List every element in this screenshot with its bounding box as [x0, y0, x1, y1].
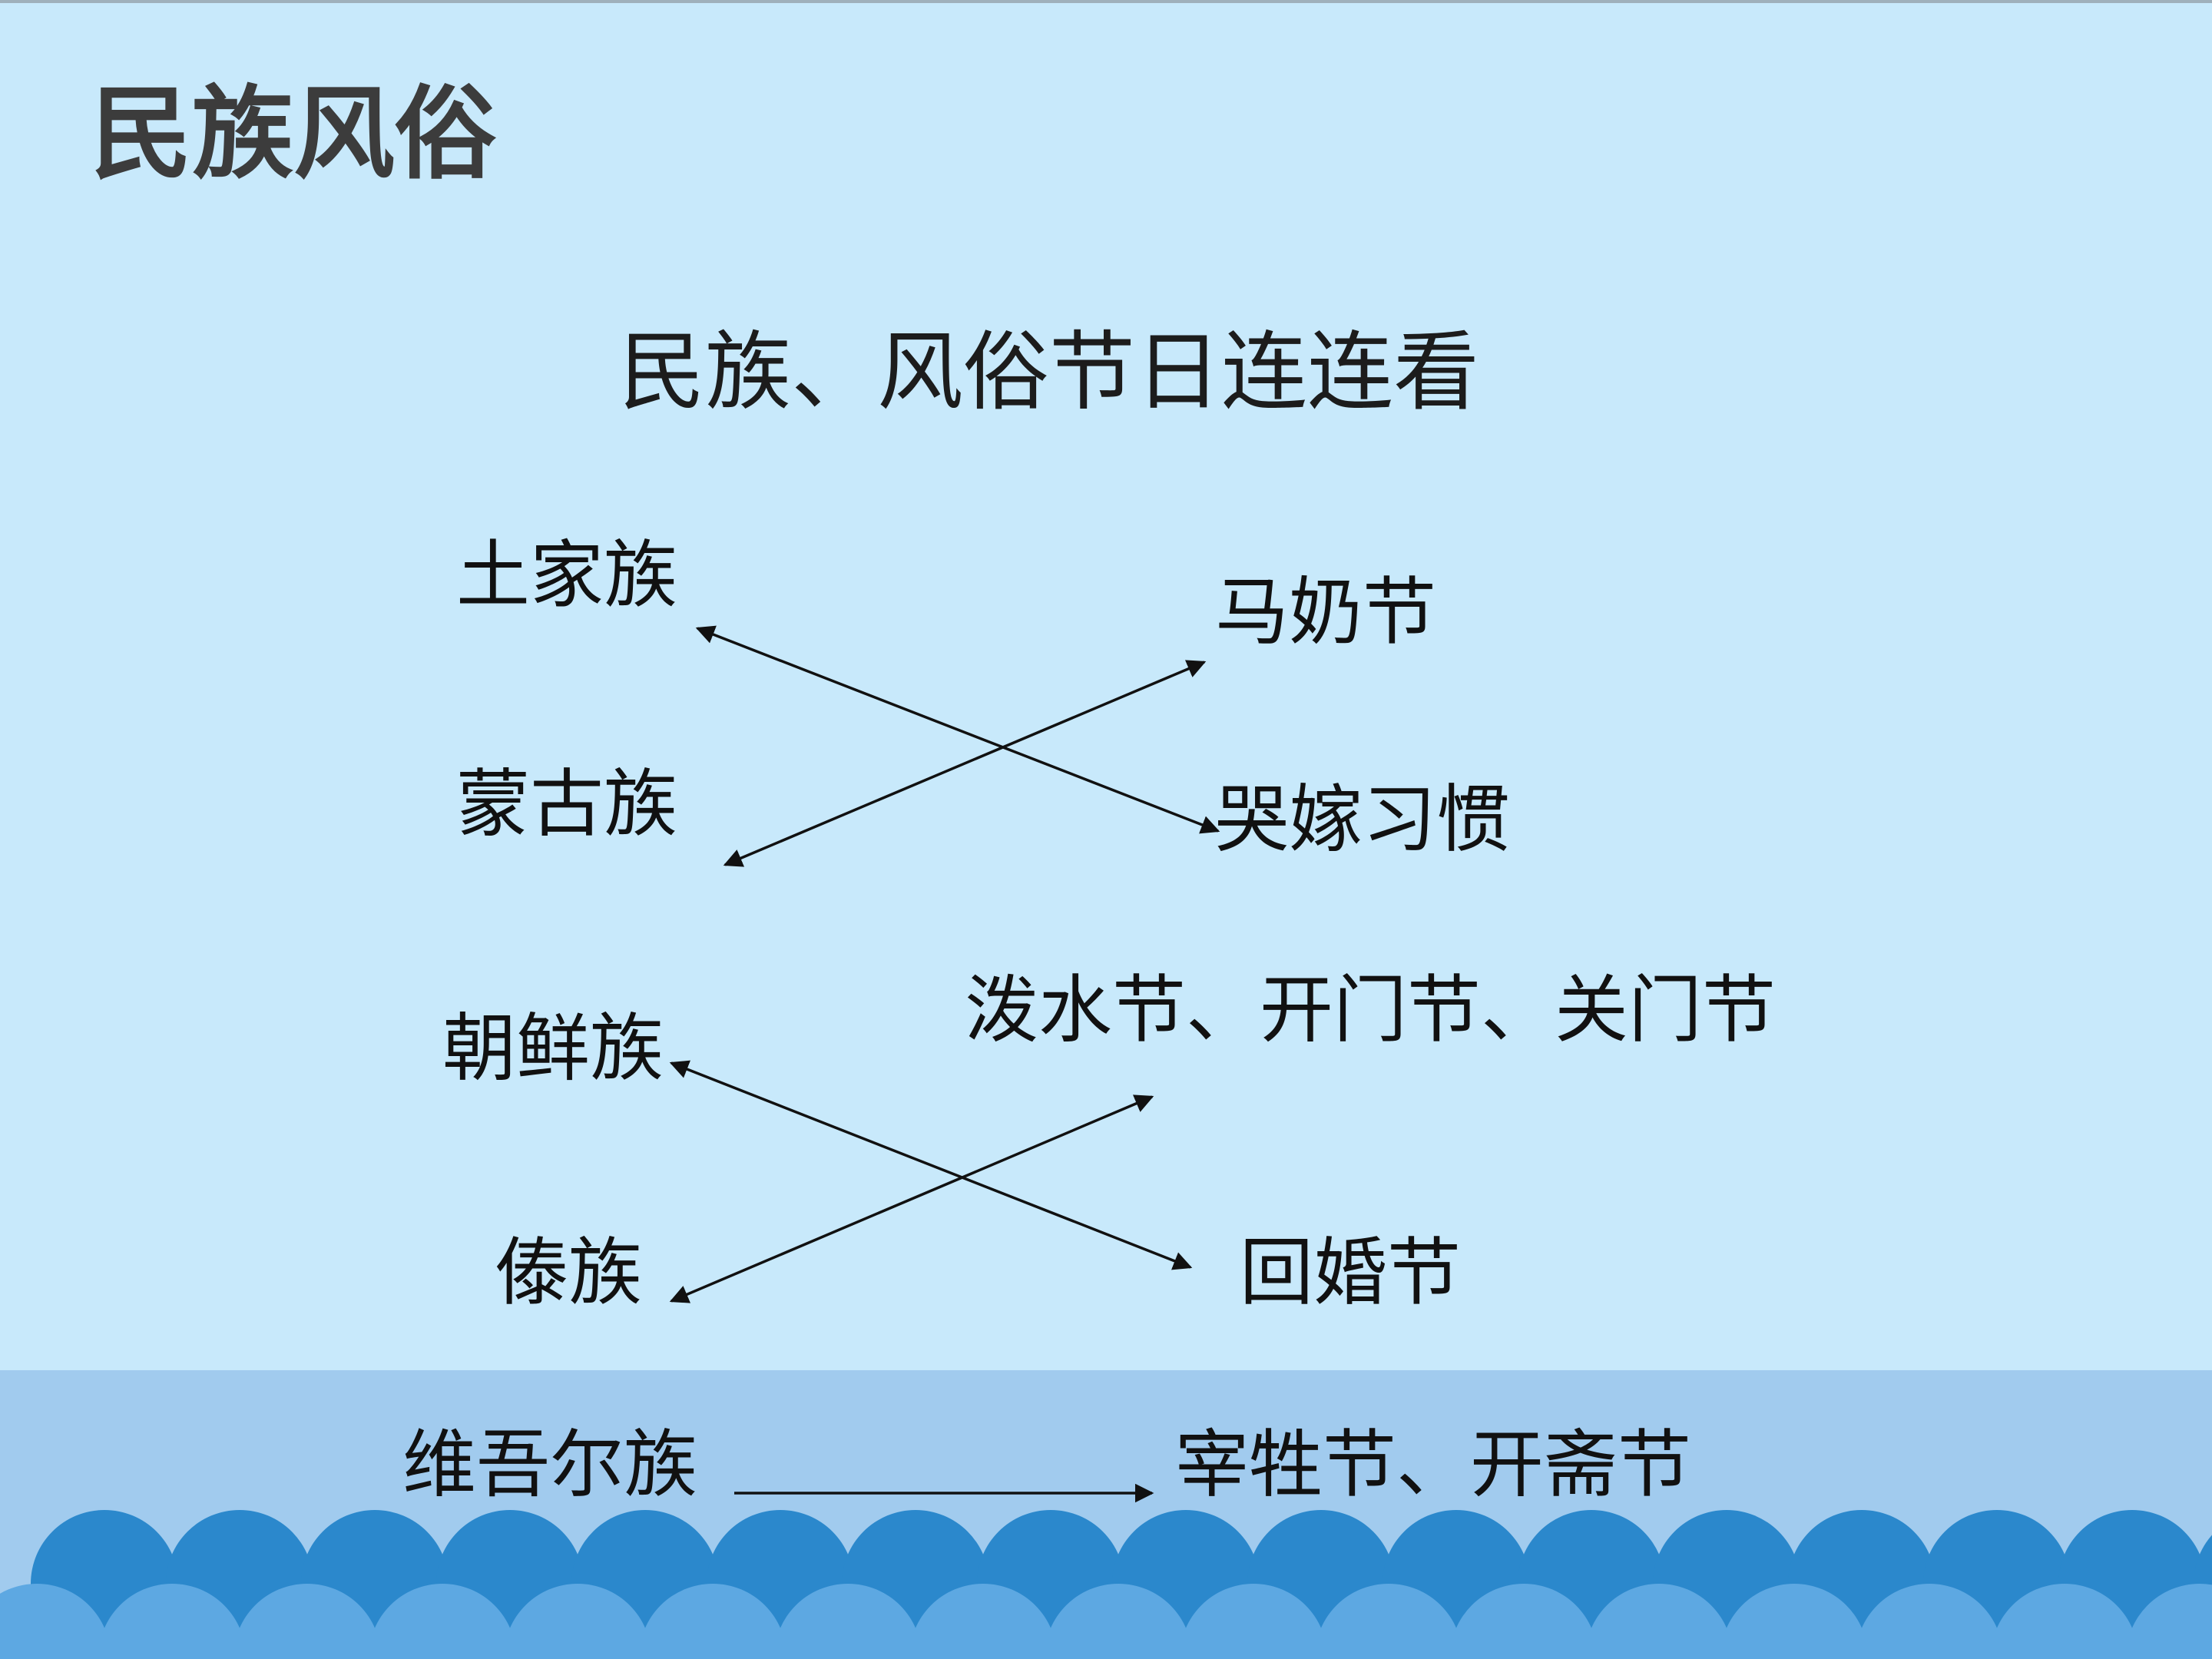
custom-label-manai: 马奶节 [1215, 569, 1436, 655]
arrow-dai-poshui [669, 1094, 1154, 1303]
people-label-uyghur: 维吾尔族 [402, 1422, 697, 1508]
custom-label-kujia: 哭嫁习惯 [1215, 777, 1510, 863]
custom-label-zaisheng: 宰牲节、开斋节 [1175, 1422, 1691, 1508]
people-label-chaoxian: 朝鲜族 [442, 1005, 664, 1091]
arrow-mongol-manai [723, 660, 1207, 867]
people-label-mongol: 蒙古族 [456, 761, 677, 847]
page-title: 民族风俗 [91, 75, 496, 194]
custom-label-huihun: 回婚节 [1240, 1230, 1461, 1316]
wave-base-strip [0, 1633, 2212, 1659]
top-divider [0, 0, 2212, 3]
custom-label-poshui: 泼水节、开门节、关门节 [965, 967, 1776, 1053]
people-label-tujia: 土家族 [456, 532, 677, 618]
people-label-dai: 傣族 [495, 1230, 642, 1316]
activity-subtitle: 民族、风俗节日连连看 [619, 323, 1479, 422]
